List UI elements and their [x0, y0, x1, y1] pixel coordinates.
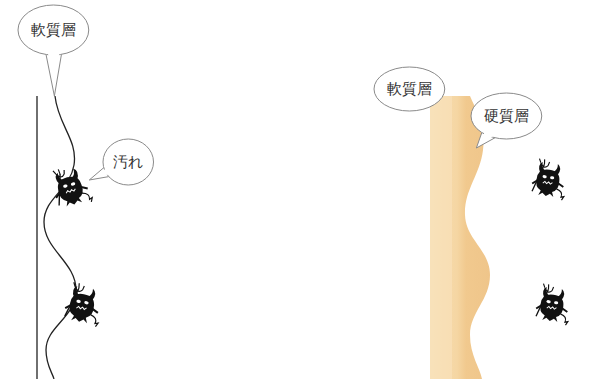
dirt-figure — [49, 163, 93, 211]
speech-bubble: 軟質層 — [373, 66, 446, 112]
bubble-label: 軟質層 — [387, 80, 432, 98]
soft-layer-band — [430, 96, 452, 379]
bubble-label: 硬質層 — [484, 107, 529, 125]
soft-layer-wave — [44, 96, 76, 379]
bubble-body — [471, 93, 542, 139]
bubble-joint — [484, 132, 495, 140]
bubble-label: 汚れ — [113, 153, 143, 171]
dirt-figure — [530, 158, 568, 200]
bubble-joint — [47, 53, 60, 69]
bubble-body — [103, 139, 154, 185]
bubble-joint — [437, 90, 442, 97]
bubble-label: 軟質層 — [31, 21, 76, 39]
speech-bubble: 軟質層 — [17, 4, 90, 56]
bubble-body — [18, 5, 89, 55]
speech-bubble: 汚れ — [102, 138, 155, 186]
bubble-body — [374, 67, 445, 111]
substrate-line — [36, 96, 37, 379]
dirt-figure — [63, 282, 104, 327]
bubble-joint — [100, 168, 110, 175]
dirt-figure — [534, 283, 572, 325]
speech-bubble: 硬質層 — [470, 92, 543, 140]
